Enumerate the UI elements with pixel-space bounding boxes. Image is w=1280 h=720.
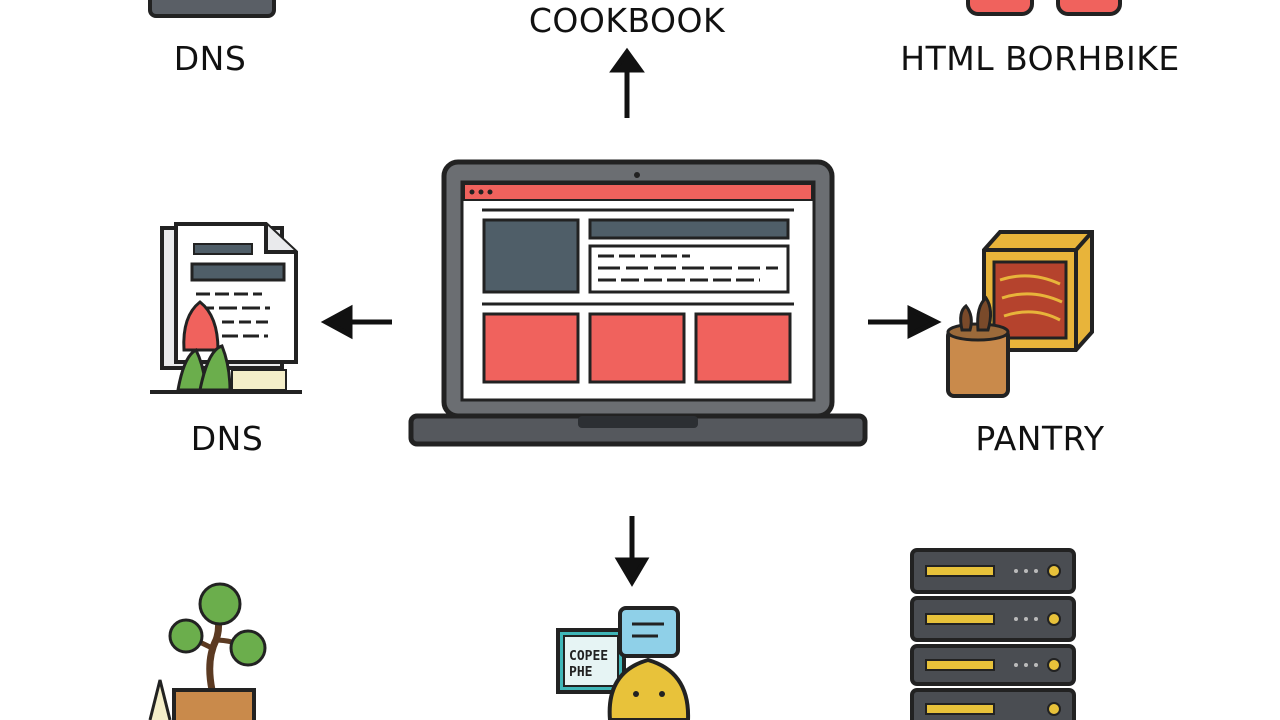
server-rack-icon bbox=[910, 548, 1076, 720]
label-html-borhbike: HTML BORHBIKE bbox=[900, 39, 1180, 78]
red-objects-top-right-icon bbox=[966, 0, 1122, 16]
small-sign-text-2: PHE bbox=[569, 665, 592, 680]
small-sign-text-1: COPEE bbox=[569, 649, 608, 664]
label-dns-middle: DNS bbox=[190, 419, 264, 458]
label-pantry: PANTRY bbox=[975, 419, 1105, 458]
laptop-icon bbox=[408, 159, 868, 447]
arrow-left-icon bbox=[320, 304, 392, 340]
document-icon bbox=[150, 222, 302, 394]
label-dns-top: DNS bbox=[173, 39, 247, 78]
bonsai-plant-icon bbox=[148, 582, 267, 720]
chat-character-icon: COPEE PHE bbox=[556, 606, 691, 720]
label-cookbook: COOKBOOK bbox=[528, 1, 726, 40]
arrow-right-icon bbox=[868, 304, 942, 340]
arrow-down-icon bbox=[614, 516, 650, 587]
device-top-left-icon bbox=[148, 0, 276, 18]
arrow-up-icon bbox=[609, 47, 645, 118]
pantry-box-icon bbox=[946, 230, 1094, 398]
